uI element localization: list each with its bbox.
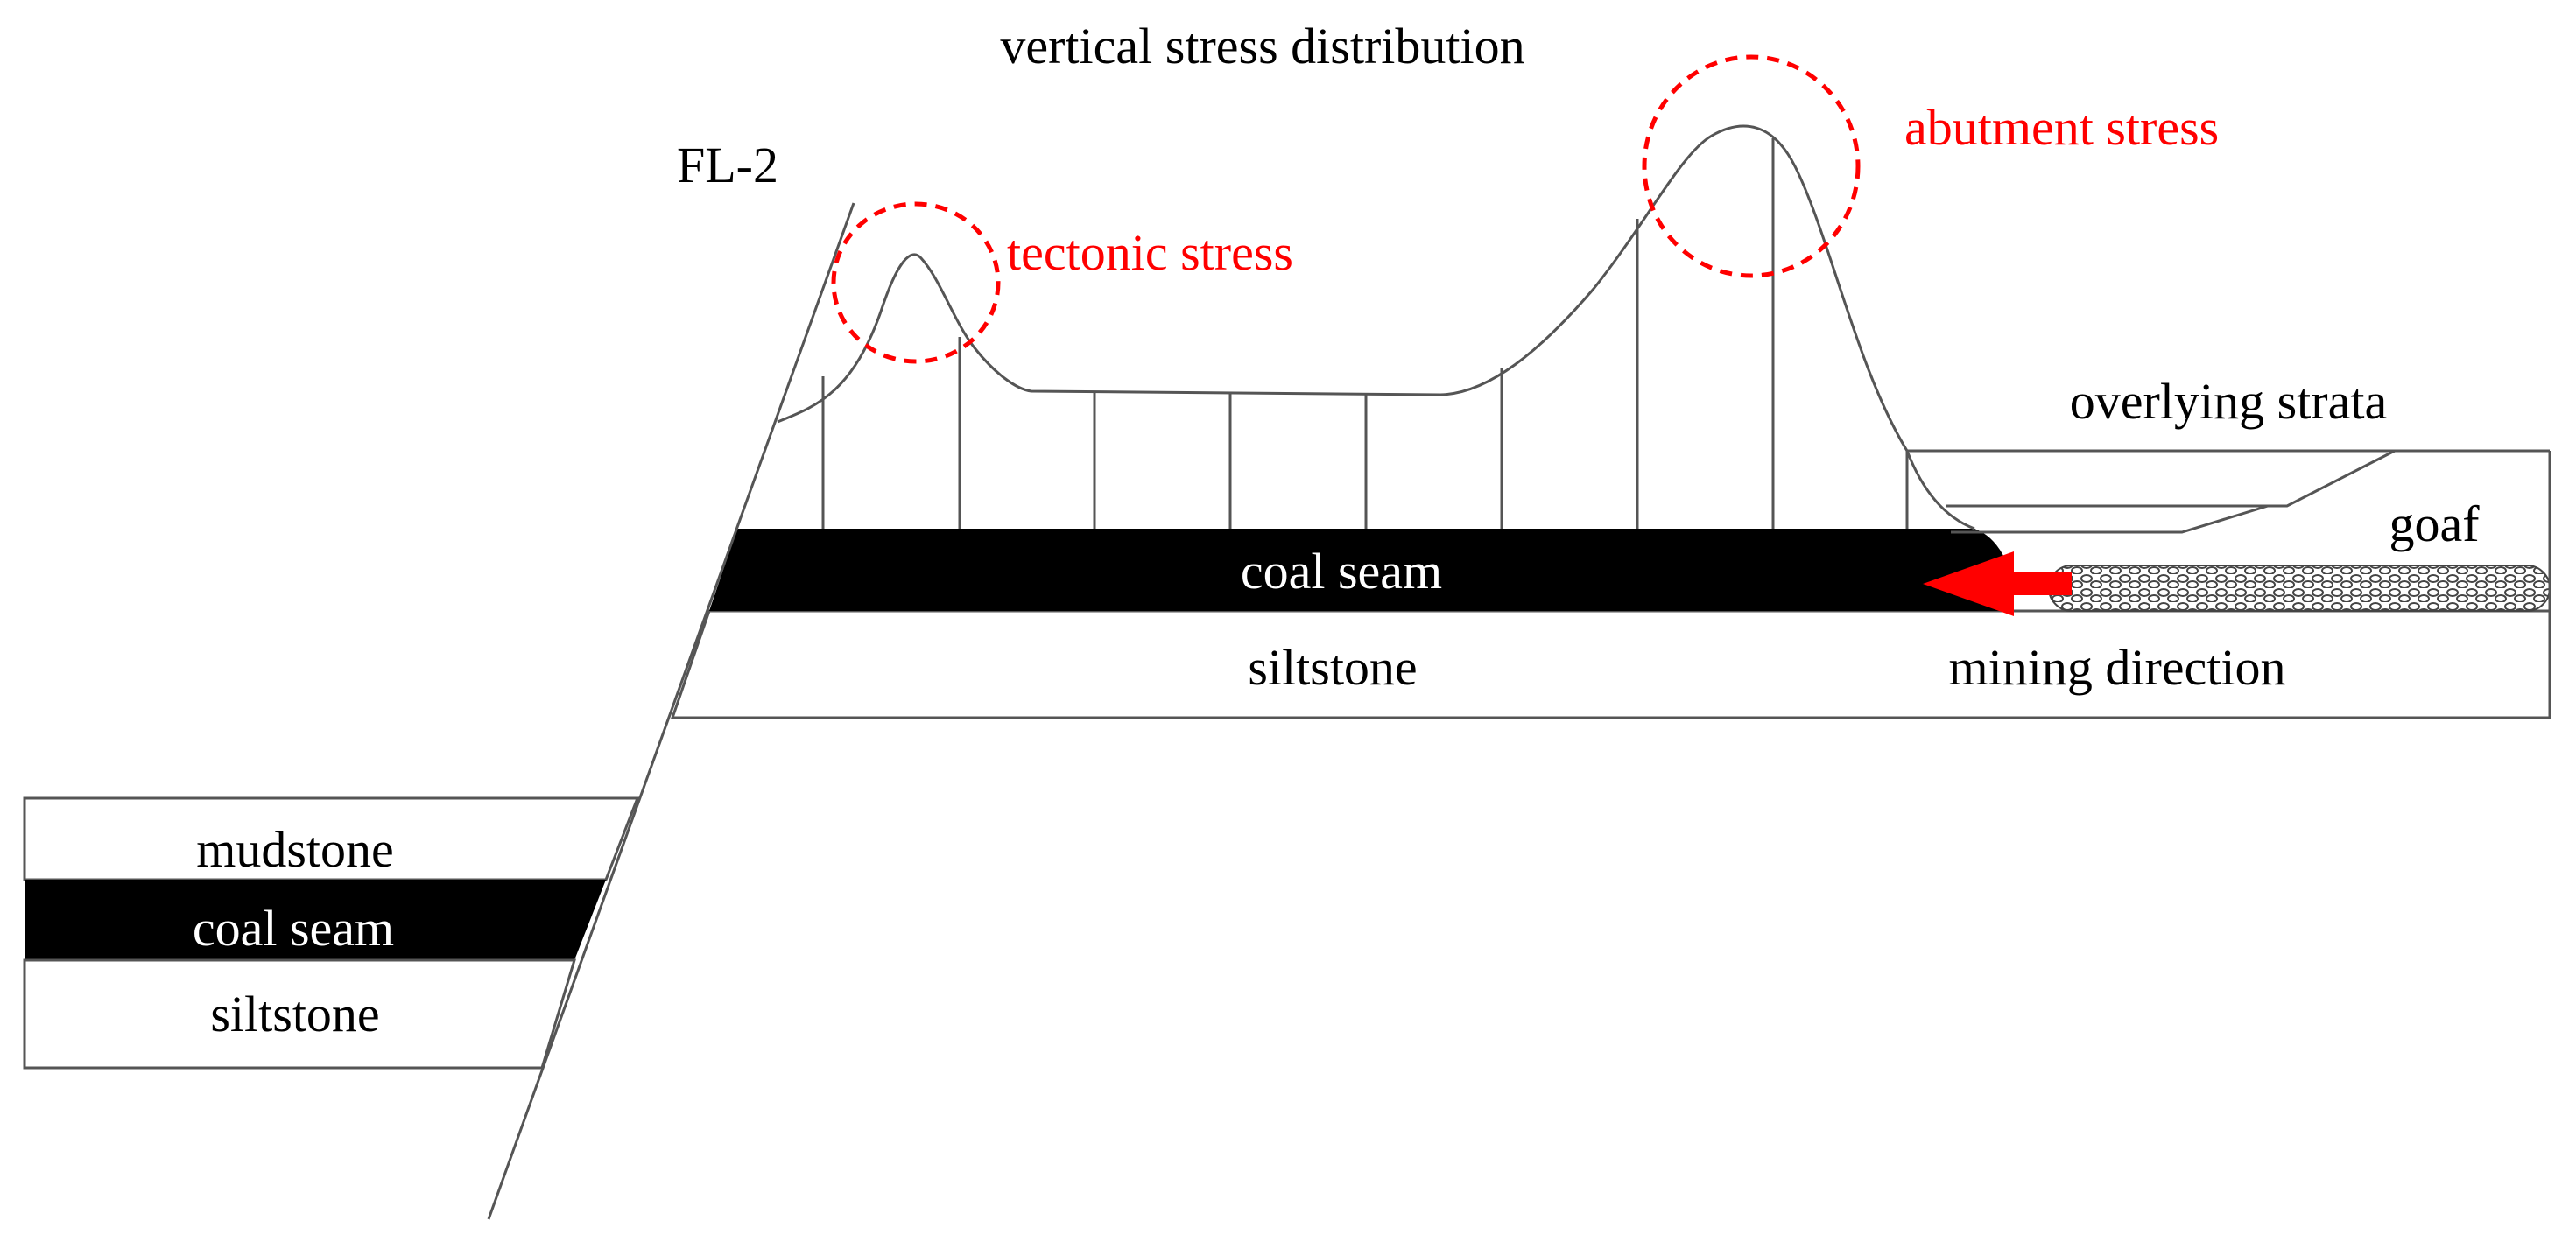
mining-direction-arrow (1923, 551, 2072, 616)
abutment-stress-circle (1642, 54, 1861, 278)
caving-layer-upper (1946, 449, 2396, 508)
upper-siltstone-label: siltstone (1248, 639, 1417, 696)
overlying-strata-label: overlying strata (2070, 373, 2387, 430)
abutment-stress-label: abutment stress (1904, 99, 2219, 156)
lower-siltstone-label: siltstone (210, 986, 379, 1042)
diagram-title: vertical stress distribution (1000, 18, 1524, 74)
lower-coal-seam (25, 880, 606, 960)
tectonic-stress-circle (831, 201, 1001, 364)
lower-coal-seam-label: coal seam (193, 900, 394, 957)
caving-layer-lower (1951, 504, 2269, 534)
tectonic-stress-label: tectonic stress (1007, 224, 1293, 281)
upper-coal-seam (709, 529, 2012, 611)
stress-bars (821, 138, 1909, 529)
upper-coal-seam-label: coal seam (1241, 543, 1442, 600)
stress-distribution-curve (777, 124, 1909, 452)
fault-line (487, 202, 855, 1220)
goaf-edge-curve (1905, 450, 1975, 530)
lower-mudstone-label: mudstone (196, 821, 394, 878)
goaf-label: goaf (2389, 495, 2480, 552)
fault-label: FL-2 (677, 137, 778, 193)
mining-direction-label: mining direction (1949, 639, 2286, 696)
goaf-rubble (2048, 565, 2551, 612)
lower-siltstone-layer (23, 958, 577, 1070)
